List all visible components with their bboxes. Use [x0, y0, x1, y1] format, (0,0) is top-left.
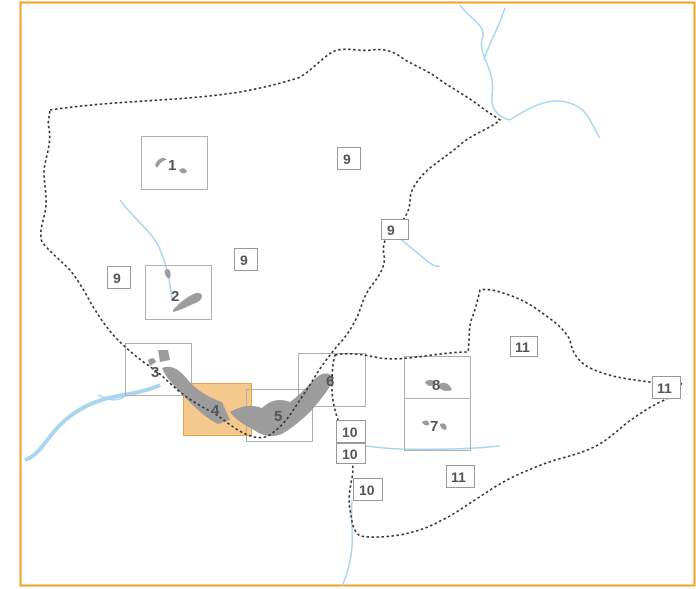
area-2-patch-b: [173, 292, 202, 312]
region-10-11-boundary: [331, 288, 684, 538]
area-7-patch-b: [440, 423, 447, 430]
region-labels: 9 9 9 9 10 10 10 11 11 11: [107, 147, 681, 501]
region-9-box-c: [107, 266, 131, 289]
river-west: [119, 199, 173, 301]
area-7-patch-a: [422, 420, 430, 426]
region-10-box-c: [353, 478, 383, 501]
region-9-box-a: [337, 147, 361, 170]
region-label-9-a: 9: [343, 151, 351, 167]
region-9-box-b: [234, 248, 258, 271]
region-label-10-c: 10: [359, 482, 375, 498]
area-8-label[interactable]: 8: [432, 377, 440, 394]
river-north-east: [509, 100, 601, 139]
region-label-10-b: 10: [342, 446, 358, 462]
river-north-tributary: [483, 7, 506, 61]
river-main-west: [24, 383, 161, 462]
region-9-boundary: [39, 48, 502, 439]
area-2-label[interactable]: 2: [171, 288, 179, 305]
region-label-9-c: 9: [113, 270, 121, 286]
area-1-frame[interactable]: [141, 136, 208, 190]
region-10-box-a: [336, 420, 366, 443]
region-label-10-a: 10: [342, 424, 358, 440]
area-4-label[interactable]: 4: [211, 402, 220, 419]
rivers: [24, 4, 601, 587]
area-8-patch-b: [438, 382, 452, 391]
region-10-box-b: [336, 443, 366, 464]
area-3-4-patch: [162, 366, 230, 424]
area-labels: 1 2 3 4 5 6 7 8: [151, 157, 440, 435]
area-2-frame[interactable]: [145, 265, 212, 320]
river-west-branch: [97, 394, 125, 401]
region-label-11-b: 11: [451, 469, 466, 485]
region-11-box-b: [446, 465, 475, 488]
area-6-label[interactable]: 6: [326, 373, 334, 390]
region-label-9-d: 9: [387, 222, 395, 238]
region-11-box-a: [510, 336, 538, 357]
area-5-label[interactable]: 5: [274, 408, 282, 425]
area-3-patch-a: [158, 350, 170, 362]
boundaries: [39, 48, 684, 538]
area-7-frame[interactable]: [404, 398, 471, 451]
region-9-box-d: [381, 219, 409, 240]
river-south: [341, 499, 354, 587]
area-1-label[interactable]: 1: [168, 157, 176, 174]
region-11-box-c: [652, 376, 681, 399]
area-7-label[interactable]: 7: [430, 418, 438, 435]
river-north: [459, 4, 511, 121]
area-2-patch-a: [164, 269, 171, 279]
region-label-11-a: 11: [515, 339, 530, 355]
area-8-patch-a: [425, 379, 435, 386]
area-1-patch: [155, 157, 167, 168]
area-3-patch-b: [148, 358, 156, 366]
region-label-9-b: 9: [240, 252, 248, 268]
area-3-label[interactable]: 3: [151, 364, 159, 381]
region-label-11-c: 11: [657, 380, 672, 396]
area-1-patch-small: [179, 168, 187, 174]
area-3-frame[interactable]: [125, 343, 192, 396]
